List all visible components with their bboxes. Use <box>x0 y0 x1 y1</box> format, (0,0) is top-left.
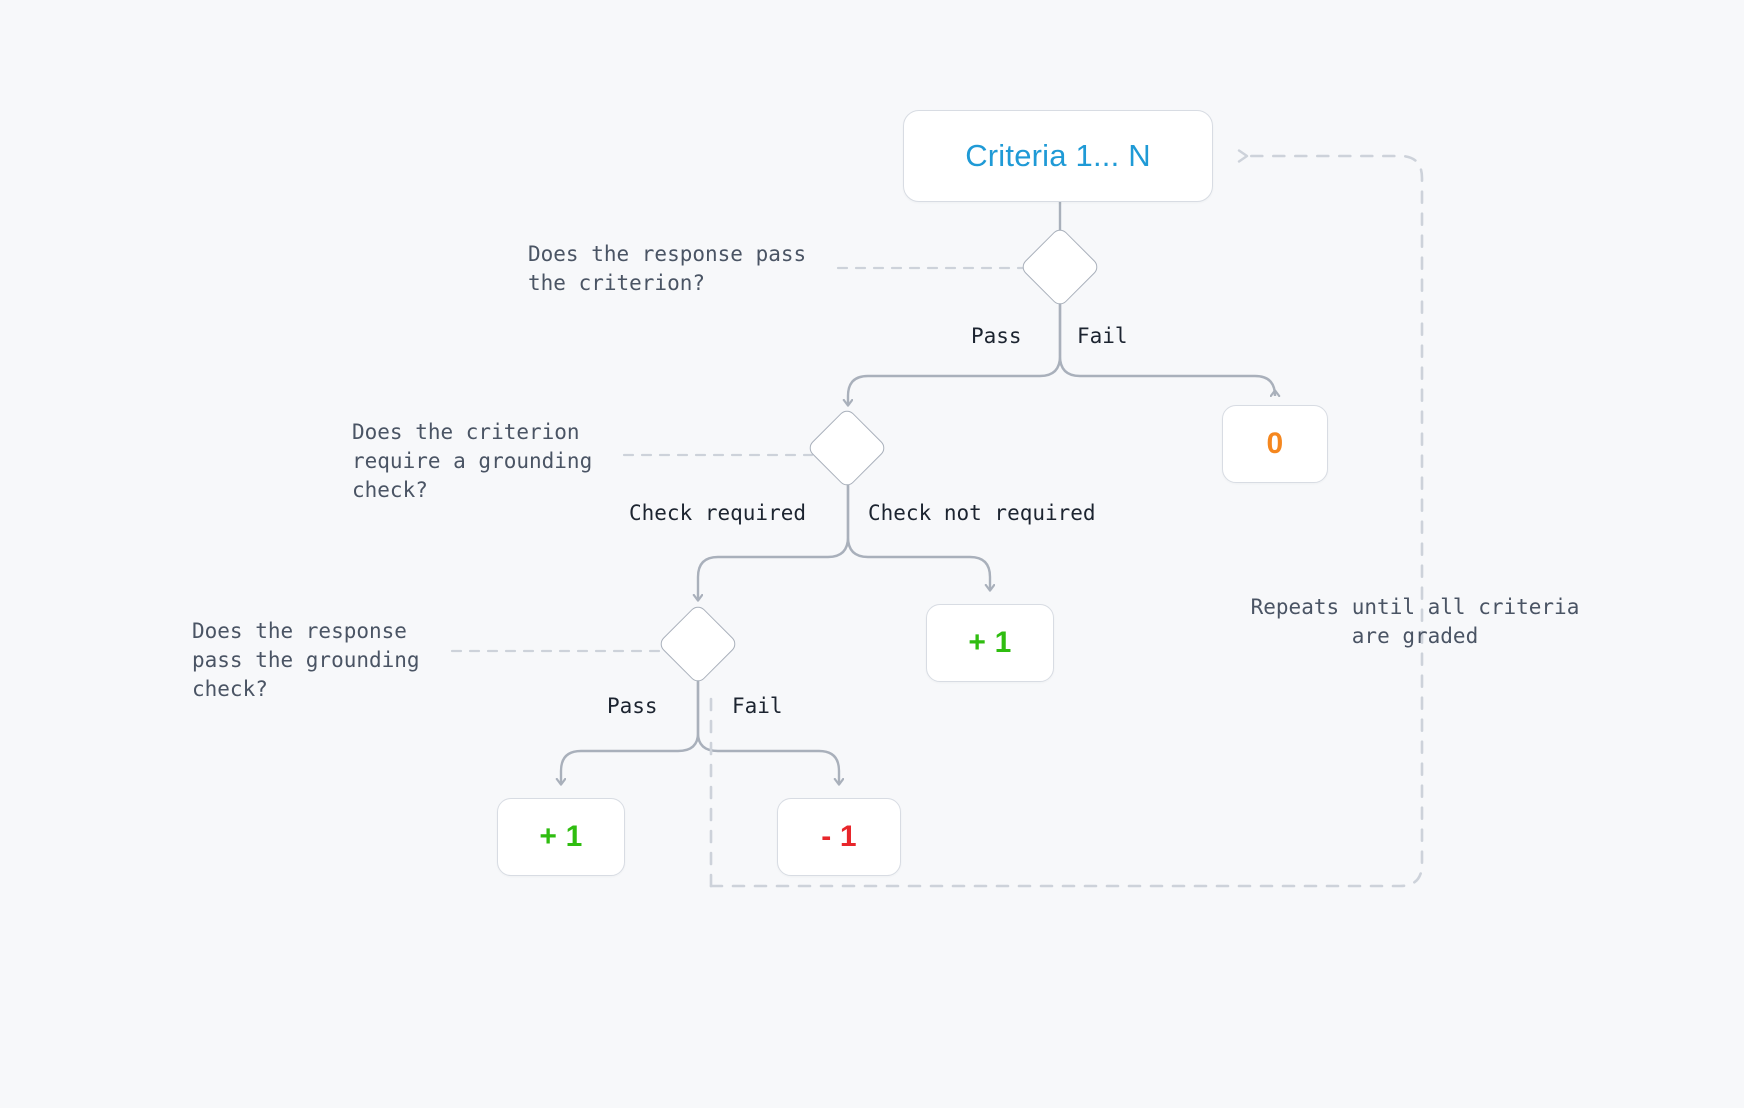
edge-label-check-not-required: Check not required <box>868 501 1096 525</box>
node-score-plus-one-no-check[interactable]: + 1 <box>926 604 1054 682</box>
edge-decision3-pass <box>561 671 700 784</box>
node-score-plus-one-no-check-label: + 1 <box>968 626 1012 659</box>
feedback-loop-caption: Repeats until all criteria are graded <box>1250 595 1580 648</box>
question-label-grounding-pass: Does the response pass the grounding che… <box>192 619 420 701</box>
node-criteria-label: Criteria 1... N <box>965 138 1151 173</box>
node-score-plus-one-grounded[interactable]: + 1 <box>497 798 625 876</box>
decision-diamond-criterion-pass[interactable] <box>1018 225 1102 309</box>
decision-diamond-grounding-pass[interactable] <box>656 602 740 686</box>
edge-label-pass-criterion: Pass <box>971 324 1022 348</box>
edge-label-fail-criterion: Fail <box>1077 324 1128 348</box>
node-score-zero-label: 0 <box>1266 427 1284 460</box>
edge-decision2-check-required <box>698 475 850 600</box>
edge-decision2-check-not-required <box>846 475 990 590</box>
edge-label-pass-grounding: Pass <box>607 694 658 718</box>
node-score-plus-one-grounded-label: + 1 <box>539 820 583 853</box>
node-score-zero[interactable]: 0 <box>1222 405 1328 483</box>
node-score-minus-one[interactable]: - 1 <box>777 798 901 876</box>
edge-label-check-required: Check required <box>629 501 807 525</box>
decision-diamond-grounding-required[interactable] <box>805 406 889 490</box>
question-label-criterion-pass: Does the response pass the criterion? <box>528 242 807 295</box>
node-score-minus-one-label: - 1 <box>821 820 857 853</box>
question-label-grounding-required: Does the criterion require a grounding c… <box>352 420 593 502</box>
edge-decision3-fail <box>696 671 839 784</box>
node-criteria[interactable]: Criteria 1... N <box>903 110 1213 202</box>
edge-decision1-pass <box>848 294 1062 405</box>
edge-label-fail-grounding: Fail <box>732 694 783 718</box>
